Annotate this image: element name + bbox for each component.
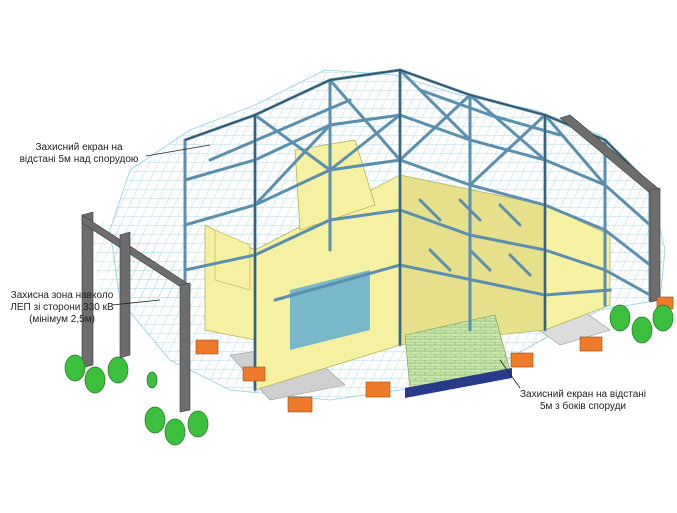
callout-side-screen: Захисний екран на відстані 5м з боків сп… xyxy=(508,389,658,413)
callout-power-line-zone: Захисна зона навколо ЛЕП зі сторони 330 … xyxy=(2,290,122,326)
brick-infill xyxy=(404,314,512,398)
callout-left-line3: (мінімум 2,5м) xyxy=(29,314,95,325)
building-walls xyxy=(204,139,611,391)
callout-right-line2: 5м з боків споруди xyxy=(539,401,627,412)
callout-left-line1: Захисна зона навколо xyxy=(10,290,114,301)
callout-left-line2: ЛЕП зі сторони 330 кВ xyxy=(10,302,114,313)
callout-leaders xyxy=(111,144,521,389)
side-masts xyxy=(81,114,661,413)
callout-top-line1: Захисний екран на xyxy=(35,142,123,153)
callout-right-line1: Захисний екран на відстані xyxy=(519,389,647,400)
callout-top-screen: Захисний екран на відстані 5м над споруд… xyxy=(14,142,144,166)
counterweights xyxy=(64,304,674,446)
callout-top-line2: відстані 5м над спорудою xyxy=(19,154,139,165)
